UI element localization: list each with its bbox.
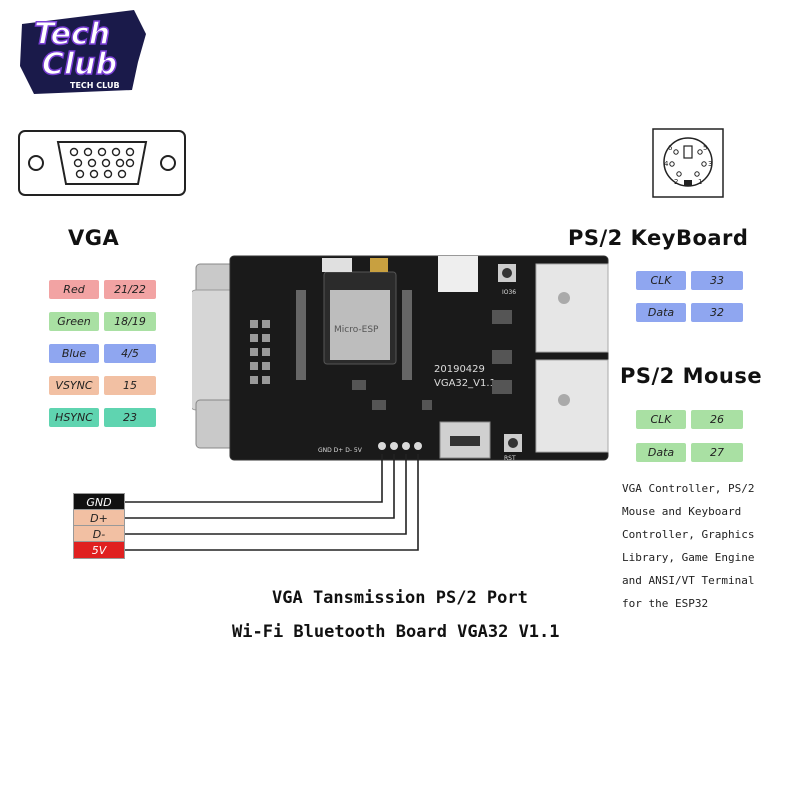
title-line-2: Wi-Fi Bluetooth Board VGA32 V1.1 xyxy=(232,622,560,642)
ps2-pin-label: 6 xyxy=(668,144,673,152)
usb-header-pin-2: D- xyxy=(73,525,125,543)
logo-tagline: TECH CLUB xyxy=(70,81,120,90)
vga-pin-value: 21/22 xyxy=(104,280,156,299)
mouse-heading: PS/2 Mouse xyxy=(620,364,763,388)
ps2-pin-label: 5 xyxy=(703,144,707,152)
vga-pin-value: 23 xyxy=(104,408,156,427)
vga-pin-name: Green xyxy=(49,312,99,331)
vga-connector-icon xyxy=(18,130,186,196)
board-module-text: Micro-ESP xyxy=(334,325,379,335)
ps2-pin-label: 1 xyxy=(698,178,702,186)
ps2-pin-label: 4 xyxy=(664,160,669,168)
vga-heading: VGA xyxy=(68,226,120,250)
mouse-pin-value: 26 xyxy=(691,410,743,429)
usb-header-pin-3: 5V xyxy=(73,541,125,559)
board-io36-text: IO36 xyxy=(502,289,516,296)
board-pins-text: GND D+ D- 5V xyxy=(318,447,363,454)
board-model-text: VGA32_V1.1 xyxy=(434,378,496,389)
keyboard-pin-value: 33 xyxy=(691,271,743,290)
keyboard-pin-name: Data xyxy=(636,303,686,322)
mouse-pin-name: Data xyxy=(636,443,686,462)
mouse-pin-value: 27 xyxy=(691,443,743,462)
logo-text-club: Club xyxy=(42,47,117,82)
vga-pin-name: HSYNC xyxy=(49,408,99,427)
vga32-board-image: Micro-ESP 20190429 VGA32_V1.1 IO36 GND D… xyxy=(192,255,609,462)
vga-pin-name: Red xyxy=(49,280,99,299)
vga-pin-value: 18/19 xyxy=(104,312,156,331)
title-line-1: VGA Tansmission PS/2 Port xyxy=(272,588,528,608)
keyboard-heading: PS/2 KeyBoard xyxy=(568,226,749,250)
board-date-text: 20190429 xyxy=(434,364,485,375)
mouse-pin-name: CLK xyxy=(636,410,686,429)
logo-text-tech: Tech xyxy=(34,17,110,52)
vga-pin-name: Blue xyxy=(49,344,99,363)
ps2-connector-icon: 6 5 4 3 2 1 xyxy=(652,128,724,198)
keyboard-pin-name: CLK xyxy=(636,271,686,290)
keyboard-pin-value: 32 xyxy=(691,303,743,322)
vga-pin-value: 4/5 xyxy=(104,344,156,363)
vga-pin-name: VSYNC xyxy=(49,376,99,395)
ps2-pin-label: 3 xyxy=(708,160,712,168)
tech-club-logo: Tech Club TECH CLUB xyxy=(20,10,146,94)
ps2-pin-label: 2 xyxy=(674,178,678,186)
vga-pin-value: 15 xyxy=(104,376,156,395)
board-rst-text: RST xyxy=(504,455,516,462)
board-description: VGA Controller, PS/2 Mouse and Keyboard … xyxy=(622,482,755,610)
